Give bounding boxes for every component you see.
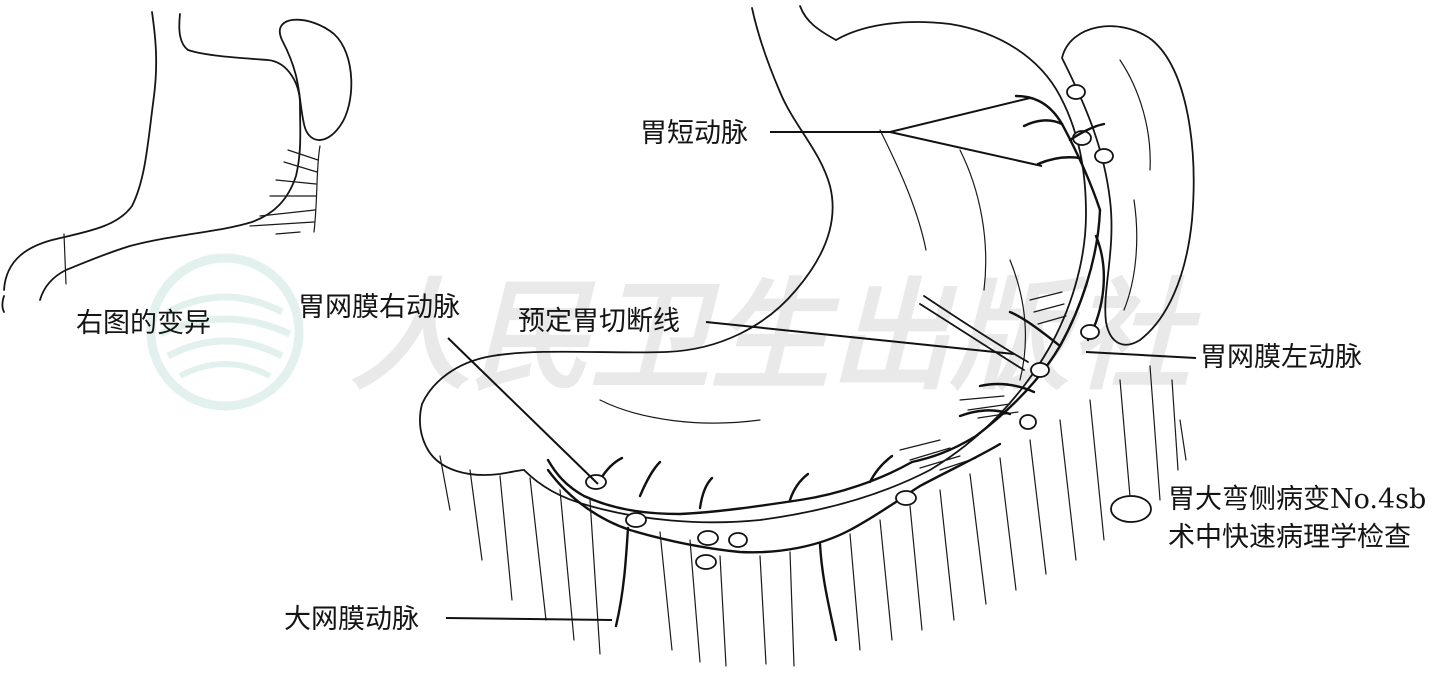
label-greater-omental-artery: 大网膜动脉 xyxy=(284,604,419,635)
label-left-gastroepiploic-artery: 胃网膜左动脉 xyxy=(1200,342,1362,373)
label-node-note-line1: 胃大弯侧病变No.4sb xyxy=(1168,484,1426,515)
variant-caption: 右图的变异 xyxy=(76,308,211,339)
watermark-logo-icon xyxy=(146,253,304,411)
leader-lines xyxy=(445,97,1197,621)
lymph-node-legend-marker xyxy=(1110,495,1152,523)
labels: 右图的变异 胃短动脉 胃网膜右动脉 预定胃切断线 胃网膜左动脉 大网膜动脉 胃大… xyxy=(76,118,1426,635)
label-node-note-line2: 术中快速病理学检查 xyxy=(1168,522,1411,553)
watermark: 人民卫生出版社 xyxy=(146,253,1201,411)
main-stomach-drawing xyxy=(419,5,1195,667)
label-right-gastroepiploic-artery: 胃网膜右动脉 xyxy=(298,292,460,323)
variant-stomach-drawing xyxy=(1,11,353,313)
label-planned-transection-line: 预定胃切断线 xyxy=(518,306,680,337)
watermark-text: 人民卫生出版社 xyxy=(350,266,1201,407)
greater-omentum-texture xyxy=(439,365,1187,667)
label-short-gastric-artery: 胃短动脉 xyxy=(640,118,748,149)
